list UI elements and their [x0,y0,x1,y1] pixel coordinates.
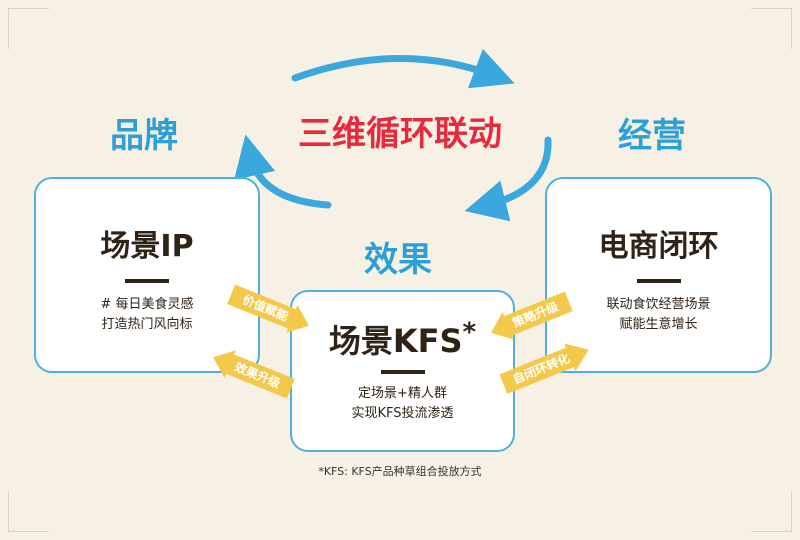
diagram-title: 三维循环联动 [298,114,502,154]
footnote: *KFS: KFS产品种草组合投放方式 [318,465,482,478]
cycle-arrow-top [291,48,515,89]
divider [125,279,169,283]
box-line: 定场景+精人群 [358,386,447,401]
cycle-arrow-left [234,134,332,209]
box-line: 赋能生意增长 [619,317,698,332]
label-operation: 经营 [618,116,686,156]
divider [636,279,681,283]
divider [380,370,425,374]
corner-decoration [751,491,792,532]
corner-decoration [751,8,792,49]
label-effect: 效果 [364,240,432,280]
box-scene-ip: 场景IP # 每日美食灵感 打造热门风向标 [34,177,260,373]
corner-decoration [8,8,49,49]
box-line: 实现KFS投流渗透 [351,406,454,421]
box-heading: 电商闭环 [598,229,719,264]
box-scene-kfs: 场景KFS* 定场景+精人群 实现KFS投流渗透 [290,290,515,452]
cycle-arrow-right [464,136,552,222]
box-line: 打造热门风向标 [101,317,193,332]
corner-decoration [8,491,49,532]
label-brand: 品牌 [110,116,178,156]
box-heading: 场景IP [100,229,194,264]
box-line: 联动食饮经营场景 [606,297,711,312]
asterisk: * [462,317,477,348]
box-ecommerce-loop: 电商闭环 联动食饮经营场景 赋能生意增长 [545,177,772,373]
box-heading: 场景KFS [328,322,463,360]
box-line: # 每日美食灵感 [100,297,194,312]
